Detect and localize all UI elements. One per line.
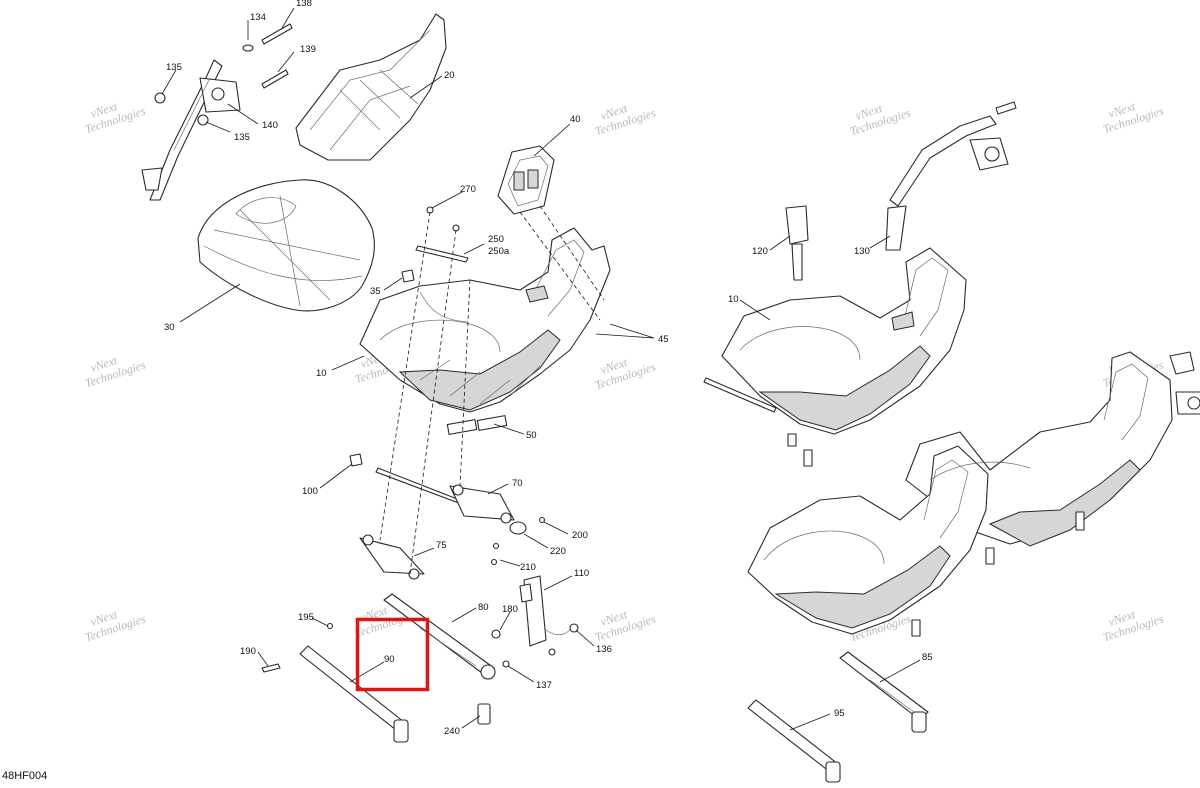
- seat-cushion: [197, 179, 375, 312]
- callout-95: 95: [834, 708, 845, 719]
- diagram-code: 48HF004: [2, 770, 48, 782]
- callout-130: 130: [854, 246, 870, 257]
- callout-210: 210: [520, 562, 536, 573]
- callout-110: 110: [574, 568, 589, 579]
- callout-100: 100: [302, 486, 318, 497]
- callout-135: 135: [166, 62, 182, 73]
- seat-back-cover: [295, 13, 447, 161]
- callout-138: 138: [296, 0, 312, 9]
- callout-137: 137: [536, 680, 552, 691]
- callout-180: 180: [502, 604, 518, 615]
- callout-35: 35: [370, 286, 381, 297]
- callout-135: 135: [234, 132, 250, 143]
- callout-200: 200: [572, 530, 588, 541]
- callout-20: 20: [444, 70, 455, 81]
- callout-40: 40: [570, 114, 581, 125]
- seat-frame-bench: [747, 351, 1200, 637]
- callout-270: 270: [460, 184, 476, 195]
- callout-120: 120: [752, 246, 768, 257]
- callout-10: 10: [316, 368, 327, 379]
- callout-90: 90: [384, 654, 395, 665]
- assembly-lines: [379, 205, 605, 575]
- highlight-box: [355, 617, 430, 692]
- callout-50: 50: [526, 430, 537, 441]
- callout-250a: 250a: [488, 246, 510, 257]
- headrest: [497, 145, 555, 215]
- seat-frame-right: [703, 247, 967, 467]
- callout-136: 136: [596, 644, 612, 655]
- seat-belt-right: [785, 101, 1017, 281]
- callout-240: 240: [444, 726, 460, 737]
- callout-140: 140: [262, 120, 278, 131]
- seat-rails-right: [747, 651, 929, 783]
- callout-75: 75: [436, 540, 447, 551]
- callout-80: 80: [478, 602, 489, 613]
- callout-250: 250: [488, 234, 504, 245]
- seat-rails-center: [261, 593, 510, 743]
- callout-195: 195: [298, 612, 314, 623]
- callout-45: 45: [658, 334, 669, 345]
- hardware-center: [349, 206, 546, 580]
- callout-190: 190: [240, 646, 256, 657]
- callout-30: 30: [164, 322, 175, 333]
- seat-frame-center: [359, 227, 611, 413]
- leader-lines: [161, 7, 921, 731]
- callout-labels: 134 138 139 135 135 140 20 30 40 270 250…: [164, 0, 933, 737]
- seat-belt-retractor-left: [141, 23, 293, 201]
- callout-134: 134: [250, 12, 266, 23]
- callout-10: 10: [728, 294, 739, 305]
- callout-139: 139: [300, 44, 316, 55]
- callout-70: 70: [512, 478, 523, 489]
- callout-85: 85: [922, 652, 933, 663]
- callout-220: 220: [550, 546, 566, 557]
- seat-belt-buckle-center: [519, 575, 579, 656]
